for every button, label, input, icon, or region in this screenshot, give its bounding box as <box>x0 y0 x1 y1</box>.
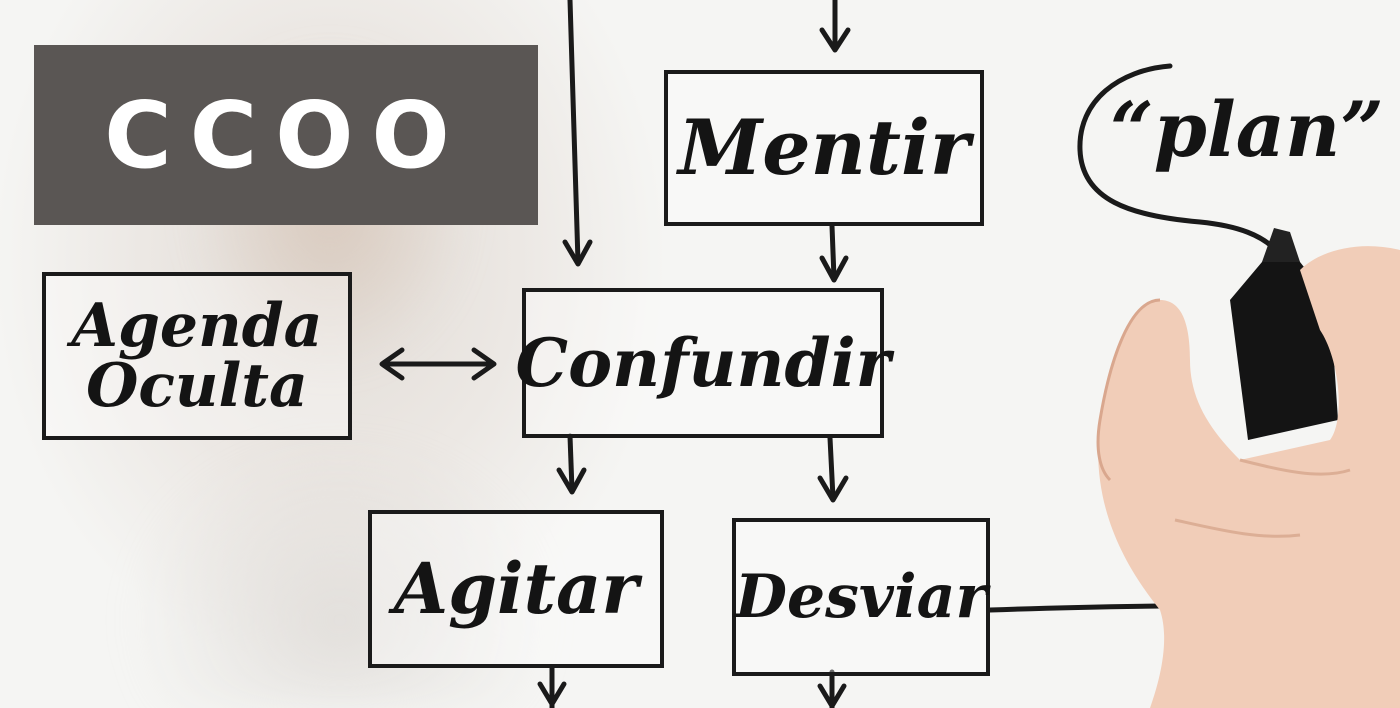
plan-label-text: “plan” <box>1110 85 1384 174</box>
node-desviar-label: Desviar <box>734 562 988 632</box>
node-confundir: Confundir <box>516 288 890 438</box>
node-agitar-label: Agitar <box>393 547 639 630</box>
node-agitar: Agitar <box>368 510 664 668</box>
node-mentir-label: Mentir <box>678 103 970 192</box>
plan-label: “plan” <box>1110 92 1384 168</box>
arrow-mentir-to-confundir <box>829 223 837 281</box>
node-agenda-oculta: Agenda Oculta <box>42 272 352 440</box>
arrow-top-to-confundir <box>567 0 581 265</box>
logo-text: CCOO <box>104 81 468 189</box>
node-desviar: Desviar <box>732 518 990 676</box>
arrow-confundir-to-agitar <box>567 433 575 493</box>
node-confundir-label: Confundir <box>515 324 891 402</box>
node-mentir: Mentir <box>664 70 984 226</box>
hand-holding-marker <box>1096 246 1400 708</box>
ccoo-logo: CCOO <box>34 45 538 225</box>
arrow-confundir-to-desviar <box>827 435 836 501</box>
plan-loop-line <box>1077 63 1279 253</box>
node-agenda-oculta-label: Agenda Oculta <box>71 291 323 421</box>
